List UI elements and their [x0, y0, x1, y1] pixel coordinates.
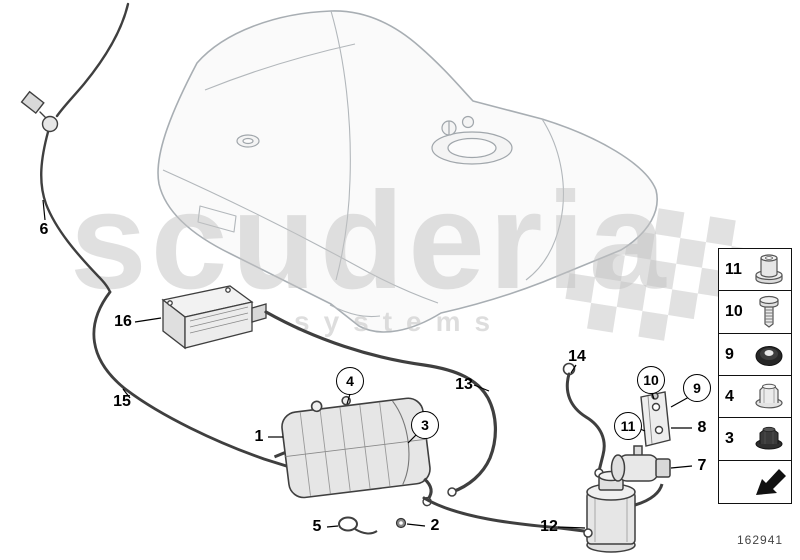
callout-label-16: 16 — [114, 313, 132, 330]
circled-callout-9: 9 — [683, 374, 711, 402]
circled-callout-9-text: 9 — [693, 380, 701, 396]
flange-nut-icon — [749, 377, 789, 417]
callout-label-12: 12 — [540, 518, 558, 535]
vent-pipe-item14 — [562, 362, 606, 478]
bracket-item8 — [640, 391, 671, 447]
callout-label-8: 8 — [697, 419, 707, 436]
legend-row-3: 3 — [718, 417, 792, 462]
callout-label-6: 6 — [39, 221, 49, 238]
direction-arrow-icon — [749, 462, 789, 502]
legend-row-11: 11 — [718, 248, 792, 292]
circled-callout-4: 4 — [336, 367, 364, 395]
valve-item7 — [610, 445, 671, 482]
grommet-icon — [749, 335, 789, 375]
circled-callout-11-text: 11 — [620, 418, 636, 434]
quick-connector-item6 — [20, 90, 59, 133]
circled-callout-3: 3 — [411, 411, 439, 439]
watermark-brand: scuderia — [70, 164, 670, 318]
legend-row-4: 4 — [718, 374, 792, 419]
circled-callout-10: 10 — [637, 366, 665, 394]
leader-lines — [42, 199, 693, 529]
legend-row-arrow — [718, 459, 792, 504]
legend-row-10: 10 — [718, 290, 792, 335]
fuel-pump-flange — [431, 115, 513, 165]
legend-number: 3 — [725, 430, 734, 448]
control-unit-item16 — [161, 285, 267, 350]
legend-number: 10 — [725, 303, 743, 321]
callout-label-2: 2 — [430, 517, 440, 534]
cable-strap-item5 — [338, 516, 378, 535]
hardware-legend: 11 10 — [718, 248, 792, 504]
flange-nut-dark-icon — [749, 419, 789, 459]
callout-label-5: 5 — [312, 518, 322, 535]
legend-number: 9 — [725, 345, 734, 363]
callout-label-7: 7 — [697, 457, 707, 474]
tank-cap — [236, 134, 260, 148]
circled-callout-11: 11 — [614, 412, 642, 440]
circled-callout-4-text: 4 — [346, 373, 354, 389]
bottom-hose — [422, 496, 586, 533]
circled-callout-10-text: 10 — [643, 372, 659, 388]
callout-label-14: 14 — [568, 348, 586, 365]
circled-callout-3-text: 3 — [421, 417, 429, 433]
screw-icon — [749, 292, 789, 332]
legend-number: 4 — [725, 387, 734, 405]
callout-label-15: 15 — [113, 393, 131, 410]
drawing-number: 162941 — [737, 533, 784, 547]
legend-number: 11 — [725, 261, 742, 278]
callout-label-1: 1 — [254, 428, 264, 445]
fuel-tank — [157, 10, 658, 333]
grommet-item2 — [395, 517, 407, 529]
vent-line-and-connector — [20, 2, 303, 475]
watermark-subbrand: systems — [294, 306, 505, 337]
fuel-filter-item12 — [583, 470, 664, 553]
legend-row-9: 9 — [718, 332, 792, 377]
carbon-canister-item1 — [273, 395, 433, 507]
spacer-sleeve-icon — [749, 250, 789, 290]
callout-label-13: 13 — [455, 376, 473, 393]
